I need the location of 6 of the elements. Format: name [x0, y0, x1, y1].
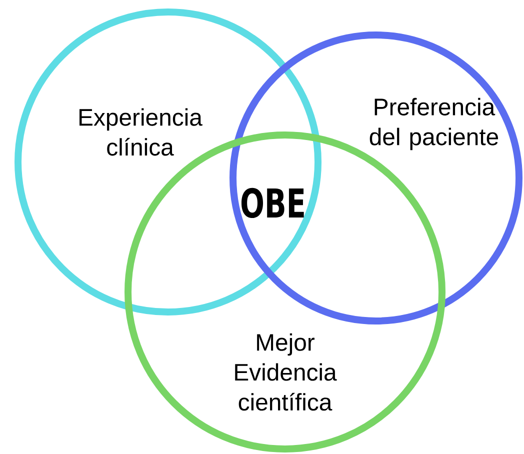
- circle-label: Mejor Evidencia científica: [235, 333, 337, 411]
- circle-label: Preferencia del paciente: [370, 98, 498, 150]
- venn-circle: [14, 8, 322, 316]
- venn-circle: [230, 32, 522, 324]
- circle-label: Experiencia clínica: [80, 108, 202, 156]
- center-label: OBE: [242, 188, 304, 218]
